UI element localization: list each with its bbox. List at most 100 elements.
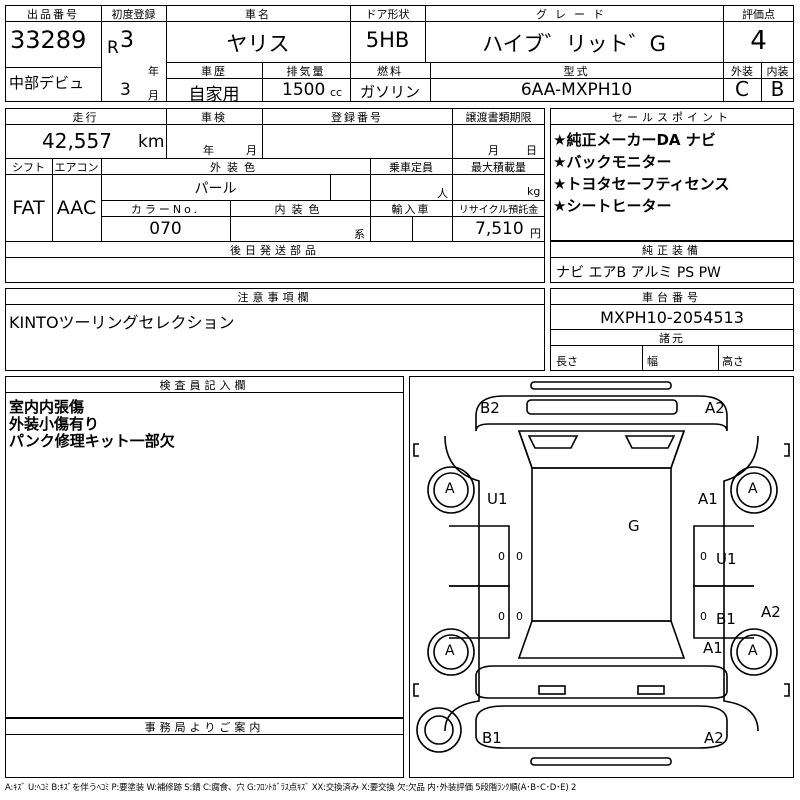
recycle-unit: 円 (530, 227, 541, 240)
zero-mark-5: 0 (516, 550, 523, 563)
recycle-fee: 7,510 (475, 219, 524, 239)
recycle-label: リサイクル預託金 (458, 205, 539, 216)
disp-unit: cc (330, 86, 343, 99)
chassis-number: MXPH10-2054513 (600, 308, 744, 327)
length-label: 長さ (556, 355, 578, 368)
ext-label: 外装 (731, 65, 753, 78)
era: R (107, 38, 119, 58)
sales-point-2: ★バックモニター (553, 153, 672, 171)
legend: A:ｷｽﾞ U:ﾍｺﾐ B:ｷｽﾞを伴うﾍｺﾐ P:要塗装 W:補修跡 S:錆 … (5, 783, 577, 793)
tire-rear-right-icon (730, 628, 778, 676)
mark-u1-right: U1 (716, 550, 737, 568)
height-label: 高さ (722, 355, 744, 368)
equipment: ナビ エアB アルミ PS PW (556, 265, 721, 281)
transfer-month-unit: 月 (488, 144, 499, 157)
mileage-unit: km (138, 132, 165, 152)
roof (531, 467, 672, 622)
body-left (444, 435, 480, 732)
notes: KINTOツーリングセレクション (9, 313, 235, 332)
inspection-year-unit: 年 (203, 144, 214, 157)
tire-mark-front-right: A (748, 481, 758, 497)
inspector-note-3: パンク修理キット一部欠 (9, 432, 175, 450)
lot-no-label: 出品番号 (27, 8, 79, 21)
inspector-note-2: 外装小傷有り (9, 415, 100, 433)
later-parts-label: 後日発送部品 (230, 244, 320, 257)
spare-tire-icon (416, 707, 462, 753)
color-no-label: カラーNo. (130, 203, 201, 216)
car-diagram-svg (413, 381, 790, 766)
mileage: 42,557 (42, 129, 112, 153)
registration-label: 登録番号 (331, 111, 383, 124)
int-color-label: 内装色 (274, 203, 326, 216)
notes-label: 注意事項欄 (237, 291, 313, 304)
disp-label: 排気量 (286, 65, 326, 78)
equipment-block (550, 241, 794, 283)
color: パール (194, 181, 237, 197)
office-block (5, 718, 404, 778)
int-score: B (770, 77, 785, 101)
history-label: 車歴 (201, 65, 227, 78)
zero-mark-2: 0 (498, 610, 505, 623)
int-label: 内装 (766, 65, 789, 78)
tire-front-right-icon (730, 466, 778, 514)
sales-point-3: ★トヨタセーフティセンス (553, 175, 730, 193)
door-right-rear (693, 585, 754, 639)
car-name: ヤリス (226, 32, 290, 56)
shift-label: シフト (12, 161, 45, 174)
color-no: 070 (149, 219, 182, 239)
ext-score: C (735, 77, 749, 101)
zero-mark-3: 0 (700, 550, 707, 563)
mark-b1-right: B1 (716, 610, 736, 628)
inspection-label: 車検 (201, 111, 227, 124)
sales-point-1: ★純正メーカーDA ナビ (553, 131, 716, 149)
color-label: 外装色 (210, 161, 261, 174)
history: 自家用 (188, 85, 240, 105)
mark-a2-bottom: A2 (704, 729, 724, 747)
displacement: 1500 (282, 80, 326, 100)
reg-year: 3 (120, 28, 134, 53)
rear-hatch (475, 665, 728, 699)
capacity-unit: 人 (437, 187, 448, 200)
inspector-note-1: 室内内張傷 (9, 398, 85, 416)
car-name-label: 車名 (245, 8, 271, 21)
fuel-label: 燃料 (377, 65, 403, 78)
sales-points-label: セールスポイント (612, 111, 732, 124)
reg-month: 3 (120, 80, 131, 100)
tire-rear-left-icon (427, 628, 475, 676)
zero-mark-4: 0 (700, 610, 707, 623)
tire-front-left-icon (427, 466, 475, 514)
mark-a2-top: A2 (705, 399, 725, 417)
header-block (5, 5, 794, 102)
load-unit: kg (527, 185, 541, 198)
mark-u1-left: U1 (487, 490, 508, 508)
width-label: 幅 (647, 355, 658, 368)
sales-point-4: ★シートヒーター (553, 197, 672, 215)
grade: ハイブ゛リット゛G (482, 32, 666, 56)
load-label: 最大積載量 (471, 161, 526, 174)
vehicle-info-block (5, 108, 545, 283)
mark-a2-right: A2 (761, 603, 781, 621)
inspector-block (5, 376, 404, 718)
office-label: 事務局よりご案内 (144, 721, 265, 734)
sales-points-block (550, 108, 794, 241)
front-bonnet (475, 395, 728, 432)
score-label: 評価点 (742, 8, 775, 21)
fuel: ガソリン (359, 83, 420, 101)
lot-no: 33289 (10, 26, 87, 54)
tire-mark-front-left: A (445, 481, 455, 497)
mark-b2: B2 (480, 399, 500, 417)
model-label: 型式 (563, 65, 590, 78)
door-label: ドア形状 (365, 8, 410, 21)
rear-window (517, 620, 686, 659)
front-bumper-top (530, 381, 672, 390)
notes-block (5, 288, 545, 371)
transfer-label: 譲渡書類期限 (465, 111, 532, 124)
chassis-label: 車台番号 (642, 291, 702, 304)
transfer-day-unit: 日 (526, 144, 537, 157)
month-unit: 月 (148, 89, 159, 102)
first-reg-label: 初度登録 (111, 8, 156, 21)
door-type: 5HB (365, 28, 410, 52)
inspection-month-unit: 月 (246, 144, 257, 157)
body-right (723, 435, 759, 732)
year-unit: 年 (148, 65, 159, 78)
